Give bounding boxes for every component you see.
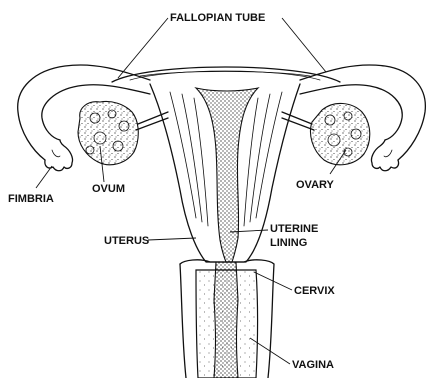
- label-ovary: OVARY: [296, 179, 335, 191]
- label-uterine-lining-line2: LINING: [270, 237, 307, 249]
- label-fallopian-tube: FALLOPIAN TUBE: [170, 12, 265, 24]
- label-cervix: CERVIX: [294, 285, 335, 297]
- right-ovary: [282, 103, 370, 164]
- label-ovum: OVUM: [92, 183, 125, 195]
- left-ovary: [78, 101, 168, 164]
- label-vagina: VAGINA: [292, 359, 334, 371]
- label-fimbria: FIMBRIA: [8, 193, 54, 205]
- label-uterine-lining-line1: UTERINE: [270, 223, 318, 235]
- label-uterus: UTERUS: [104, 235, 149, 247]
- cervix-and-vagina: [180, 260, 274, 378]
